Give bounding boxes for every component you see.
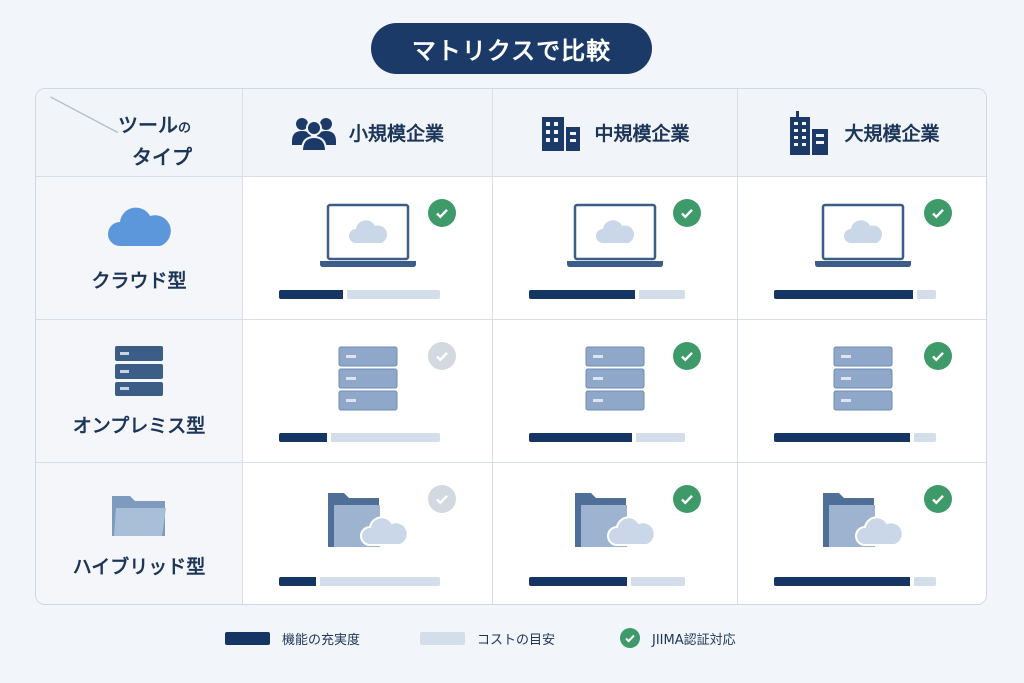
- function-level-fill: [774, 433, 915, 442]
- legend-jiima: JIIMA認証対応: [620, 628, 736, 648]
- function-level-bar: [279, 433, 440, 442]
- folder-cloud-illustration: [823, 493, 904, 547]
- check-icon: [428, 199, 456, 227]
- matrix-cell: [243, 177, 493, 320]
- skyscraper-icon: [790, 110, 829, 155]
- check-icon: [924, 485, 952, 513]
- page-title: マトリクスで比較: [371, 23, 652, 74]
- function-level-fill: [279, 433, 332, 442]
- row-header-label: オンプレミス型: [72, 414, 206, 437]
- cloud-icon: [108, 207, 171, 246]
- legend-jiima-label: JIIMA認証対応: [652, 632, 736, 648]
- laptop-cloud-illustration: [815, 203, 911, 267]
- check-icon: [620, 628, 640, 648]
- row-header-cloud: クラウド型: [36, 177, 243, 320]
- folder-cloud-illustration: [327, 493, 409, 547]
- function-level-bar: [279, 577, 440, 586]
- function-level-bar: [279, 290, 440, 299]
- legend-function: 機能の充実度: [225, 628, 360, 648]
- function-level-fill: [529, 433, 636, 442]
- matrix-cell: [493, 463, 738, 604]
- legend-cost-label: コストの目安: [477, 632, 556, 648]
- corner-line1: ツール: [118, 113, 178, 137]
- function-level-fill: [279, 290, 348, 299]
- function-level-fill: [529, 577, 632, 586]
- function-level-bar: [774, 433, 936, 442]
- laptop-cloud-illustration: [319, 203, 416, 267]
- check-inactive-icon: [428, 342, 456, 370]
- function-level-fill: [529, 290, 640, 299]
- matrix-cell: [738, 177, 986, 320]
- function-level-bar: [774, 577, 936, 586]
- cell-illustration: [567, 203, 663, 273]
- row-header-hybrid: ハイブリッド型: [36, 463, 243, 604]
- corner-label: ツールの タイプ: [118, 111, 192, 171]
- row-header-label: ハイブリッド型: [72, 556, 206, 578]
- cell-illustration: [326, 489, 410, 553]
- cell-illustration: [319, 203, 416, 273]
- check-icon: [673, 199, 701, 227]
- check-icon: [673, 342, 701, 370]
- cell-illustration: [585, 346, 645, 416]
- building-icon: [542, 116, 581, 151]
- column-header-medium: 中規模企業: [493, 89, 738, 177]
- diagonal-divider: [50, 96, 119, 134]
- function-level-fill: [774, 577, 915, 586]
- matrix-cell: [738, 463, 986, 604]
- check-inactive-icon: [428, 485, 456, 513]
- column-header-label: 中規模企業: [594, 123, 690, 145]
- server-illustration: [833, 346, 893, 411]
- legend-function-label: 機能の充実度: [282, 632, 361, 648]
- legend-function-swatch: [225, 631, 270, 645]
- column-header-label: 大規模企業: [844, 123, 940, 145]
- cell-illustration: [833, 346, 893, 416]
- matrix-cell: [493, 320, 738, 463]
- folder-icon: [112, 496, 166, 536]
- check-icon: [673, 485, 701, 513]
- column-header-large: 大規模企業: [738, 89, 986, 177]
- matrix-cell: [243, 320, 493, 463]
- folder-cloud-illustration: [575, 493, 656, 547]
- column-header-small: 小規模企業: [243, 89, 493, 177]
- matrix-cell: [738, 320, 986, 463]
- legend: 機能の充実度 コストの目安 JIIMA認証対応: [0, 628, 1024, 648]
- cell-illustration: [338, 346, 398, 416]
- check-icon: [924, 342, 952, 370]
- function-level-bar: [529, 433, 685, 442]
- row-header-onpremise: オンプレミス型: [36, 320, 243, 463]
- cell-illustration: [821, 489, 905, 553]
- corner-header: ツールの タイプ: [36, 89, 243, 177]
- server-icon: [115, 345, 163, 396]
- laptop-cloud-illustration: [567, 203, 663, 267]
- function-level-fill: [774, 290, 918, 299]
- people-icon: [291, 117, 336, 152]
- function-level-bar: [529, 290, 685, 299]
- row-header-label: クラウド型: [91, 269, 187, 292]
- corner-line2: タイプ: [132, 145, 192, 169]
- check-icon: [924, 199, 952, 227]
- cell-illustration: [815, 203, 911, 273]
- function-level-fill: [279, 577, 321, 586]
- legend-cost: コストの目安: [420, 628, 555, 648]
- matrix-cell: [493, 177, 738, 320]
- function-level-bar: [774, 290, 936, 299]
- function-level-bar: [529, 577, 685, 586]
- cell-illustration: [573, 489, 657, 553]
- comparison-matrix: ツールの タイプ 小規模企業 中規模企業: [35, 88, 987, 605]
- server-illustration: [338, 346, 397, 411]
- server-illustration: [585, 346, 645, 411]
- corner-line1-small: の: [178, 121, 192, 136]
- matrix-cell: [243, 463, 493, 604]
- legend-cost-swatch: [420, 631, 465, 645]
- column-header-label: 小規模企業: [348, 123, 444, 145]
